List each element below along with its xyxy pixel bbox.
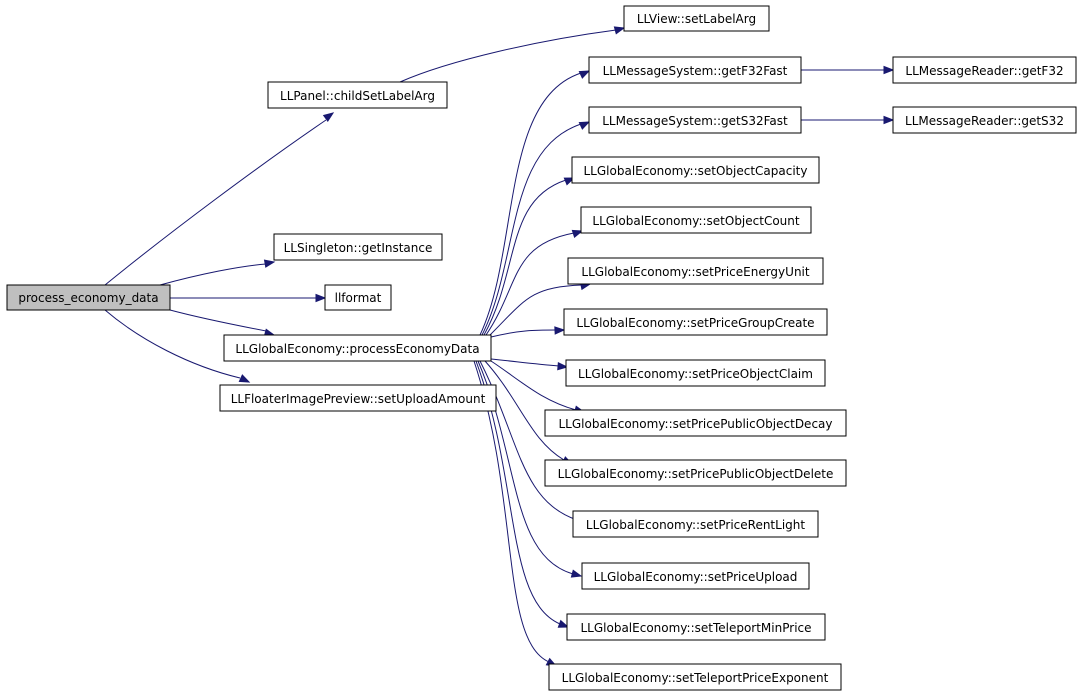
edge-arrowhead	[557, 361, 569, 371]
node-box	[565, 359, 826, 387]
node-label: LLGlobalEconomy::setPriceUpload	[594, 570, 798, 584]
edge-arrowhead	[322, 112, 335, 123]
node-setobjectcount[interactable]: LLGlobalEconomy::setObjectCount	[580, 206, 812, 234]
edge-arrowhead	[883, 65, 895, 75]
node-label: LLGlobalEconomy::setObjectCount	[592, 214, 799, 228]
node-label: LLGlobalEconomy::setTeleportPriceExponen…	[562, 671, 829, 685]
node-label: LLSingleton::getInstance	[284, 241, 433, 255]
node-label: LLMessageReader::getF32	[905, 64, 1063, 78]
node-setpricerentlight[interactable]: LLGlobalEconomy::setPriceRentLight	[572, 510, 819, 538]
node-setpricegroupcreate[interactable]: LLGlobalEconomy::setPriceGroupCreate	[563, 308, 828, 336]
node-setteleportminprice[interactable]: LLGlobalEconomy::setTeleportMinPrice	[566, 613, 826, 641]
node-label: LLGlobalEconomy::setObjectCapacity	[584, 164, 808, 178]
node-label: LLGlobalEconomy::setPriceRentLight	[586, 518, 805, 532]
node-label: LLPanel::childSetLabelArg	[280, 89, 435, 103]
edge-arrowhead	[238, 374, 251, 383]
edge-arrowhead	[315, 293, 327, 303]
node-label: LLGlobalEconomy::processEconomyData	[235, 342, 479, 356]
node-label: process_economy_data	[18, 291, 158, 305]
node-box	[544, 409, 847, 437]
edge-line	[485, 232, 575, 336]
node-gets32[interactable]: LLMessageReader::getS32	[892, 106, 1077, 134]
node-setlabelarg[interactable]: LLView::setLabelArg	[623, 5, 770, 32]
node-box	[892, 56, 1077, 84]
edge-line	[473, 360, 550, 663]
node-llformat[interactable]: llformat	[324, 284, 392, 311]
node-box	[588, 106, 802, 134]
node-process-economy-data[interactable]: process_economy_data	[6, 284, 171, 311]
node-setuploadamount[interactable]: LLFloaterImagePreview::setUploadAmount	[219, 384, 497, 412]
node-getinstance[interactable]: LLSingleton::getInstance	[273, 233, 443, 261]
node-box	[566, 613, 826, 641]
edges-layer	[104, 26, 895, 667]
edge-line	[484, 360, 565, 461]
edge-line	[490, 358, 560, 367]
node-setteleportpriceexponent[interactable]: LLGlobalEconomy::setTeleportPriceExponen…	[548, 663, 842, 691]
node-box	[567, 257, 824, 285]
edge-line	[169, 309, 267, 332]
edge-arrowhead	[263, 259, 276, 268]
edge-line	[104, 119, 327, 286]
node-setobjectcapacity[interactable]: LLGlobalEconomy::setObjectCapacity	[571, 156, 820, 184]
node-box	[544, 459, 847, 487]
node-childsetlabelarg[interactable]: LLPanel::childSetLabelArg	[267, 81, 448, 109]
edge-line	[481, 123, 582, 336]
edge-arrowhead	[554, 326, 566, 335]
edge-arrowhead	[613, 26, 626, 35]
node-box	[324, 284, 392, 311]
node-label: LLGlobalEconomy::setPricePublicObjectDel…	[558, 467, 834, 481]
edge-line	[479, 72, 582, 336]
node-label: LLMessageReader::getS32	[905, 114, 1064, 128]
node-box	[267, 81, 448, 109]
node-label: LLView::setLabelArg	[637, 12, 756, 26]
node-label: LLMessageSystem::getS32Fast	[602, 114, 788, 128]
node-label: LLGlobalEconomy::setPricePublicObjectDec…	[558, 417, 832, 431]
node-box	[219, 384, 497, 412]
node-label: llformat	[335, 291, 382, 305]
node-box	[6, 284, 171, 311]
node-box	[581, 562, 810, 590]
node-label: LLFloaterImagePreview::setUploadAmount	[231, 392, 486, 406]
node-label: LLGlobalEconomy::setPriceGroupCreate	[576, 316, 814, 330]
edge-line	[490, 329, 557, 338]
node-box	[563, 308, 828, 336]
node-label: LLGlobalEconomy::setPriceObjectClaim	[578, 367, 813, 381]
edge-arrowhead	[557, 619, 570, 628]
edge-arrowhead	[578, 70, 591, 79]
edge-line	[489, 284, 583, 336]
node-setpriceenergyunit[interactable]: LLGlobalEconomy::setPriceEnergyUnit	[567, 257, 824, 285]
node-box	[572, 510, 819, 538]
node-label: LLGlobalEconomy::setTeleportMinPrice	[580, 621, 811, 635]
node-setpricepublicobjectdecay[interactable]: LLGlobalEconomy::setPricePublicObjectDec…	[544, 409, 847, 437]
node-box	[623, 5, 770, 32]
node-box	[548, 663, 842, 691]
edge-arrowhead	[578, 121, 591, 130]
node-gets32fast[interactable]: LLMessageSystem::getS32Fast	[588, 106, 802, 134]
edge-line	[490, 360, 577, 411]
edge-arrowhead	[571, 229, 584, 238]
node-getf32fast[interactable]: LLMessageSystem::getF32Fast	[588, 56, 802, 84]
node-box	[588, 56, 802, 84]
node-box	[273, 233, 443, 261]
node-box	[580, 206, 812, 234]
node-setpriceobjectclaim[interactable]: LLGlobalEconomy::setPriceObjectClaim	[565, 359, 826, 387]
edge-arrowhead	[883, 115, 895, 125]
node-box	[571, 156, 820, 184]
node-box	[892, 106, 1077, 134]
edge-arrowhead	[570, 569, 583, 578]
node-getf32[interactable]: LLMessageReader::getF32	[892, 56, 1077, 84]
node-processeconomydata[interactable]: LLGlobalEconomy::processEconomyData	[223, 334, 492, 362]
node-setpriceupload[interactable]: LLGlobalEconomy::setPriceUpload	[581, 562, 810, 590]
node-label: LLMessageSystem::getF32Fast	[603, 64, 788, 78]
nodes-layer: process_economy_data LLPanel::childSetLa…	[6, 5, 1077, 691]
node-label: LLGlobalEconomy::setPriceEnergyUnit	[581, 265, 809, 279]
edge-line	[483, 179, 567, 336]
edge-line	[399, 29, 617, 83]
edge-line	[159, 263, 267, 286]
node-setpricepublicobjectdelete[interactable]: LLGlobalEconomy::setPricePublicObjectDel…	[544, 459, 847, 487]
node-box	[223, 334, 492, 362]
edge-line	[104, 309, 241, 379]
